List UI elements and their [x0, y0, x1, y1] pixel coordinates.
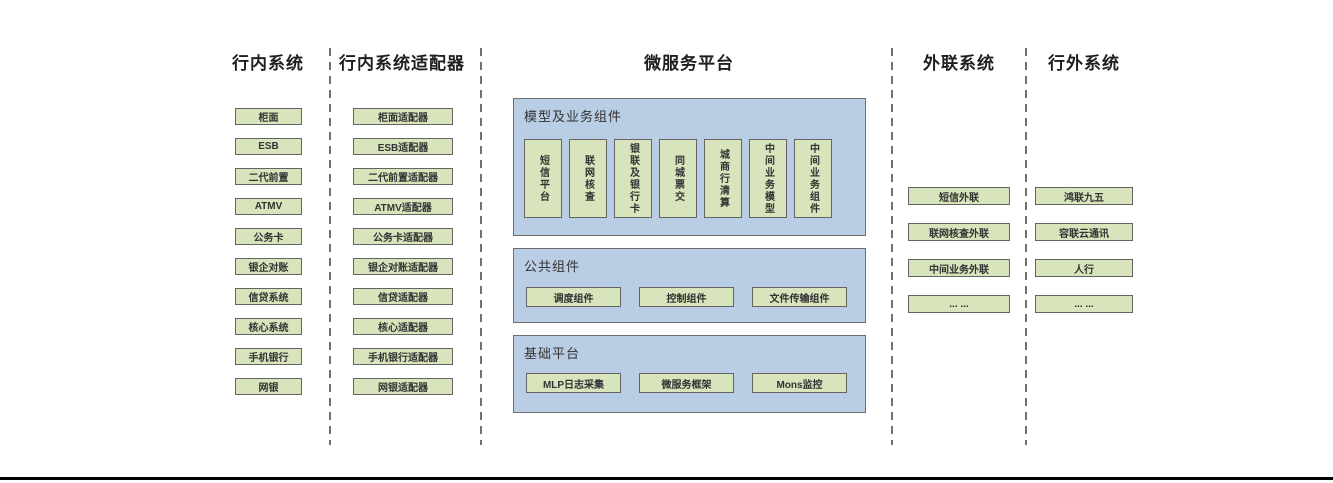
base-platform-node: Mons监控	[752, 373, 847, 393]
model-components-row: 短信平台联网核查银联及银行卡同城票交城商行清算中间业务模型中间业务组件	[524, 139, 832, 218]
adapter-node: 公务卡适配器	[353, 228, 453, 245]
base-platform-box: 基础平台 MLP日志采集微服务框架 Mons监控	[513, 335, 866, 413]
adapter-node: 手机银行适配器	[353, 348, 453, 365]
model-component-node: 联网核查	[569, 139, 607, 218]
common-component-node: 调度组件	[526, 287, 621, 307]
internal-systems-list: 柜面 ESB 二代前置 ATMV 公务卡银企对账信贷系统核心系统手机银行网银	[235, 108, 302, 395]
model-component-node: 短信平台	[524, 139, 562, 218]
model-component-node: 同城票交	[659, 139, 697, 218]
internal-system-node: 二代前置	[235, 168, 302, 185]
internal-system-node: 信贷系统	[235, 288, 302, 305]
header-external-link-systems: 外联系统	[923, 54, 995, 73]
adapter-node: 二代前置适配器	[353, 168, 453, 185]
internal-system-node: 银企对账	[235, 258, 302, 275]
adapter-node: ESB适配器	[353, 138, 453, 155]
internal-adapters-list: 柜面适配器 ESB适配器二代前置适配器 ATMV适配器公务卡适配器银企对账适配器信贷…	[353, 108, 453, 395]
internal-system-node: 手机银行	[235, 348, 302, 365]
separator-dashed-4	[1025, 48, 1027, 445]
external-link-node: 中间业务外联	[908, 259, 1010, 277]
internal-system-node: ESB	[235, 138, 302, 155]
model-business-components-box: 模型及业务组件 短信平台联网核查银联及银行卡同城票交城商行清算中间业务模型中间业…	[513, 98, 866, 236]
model-component-node: 银联及银行卡	[614, 139, 652, 218]
internal-system-node: 核心系统	[235, 318, 302, 335]
header-internal-adapters: 行内系统适配器	[339, 54, 465, 73]
external-system-node: 鸿联九五	[1035, 187, 1133, 205]
external-system-node: ... ...	[1035, 295, 1133, 313]
external-link-node: 短信外联	[908, 187, 1010, 205]
header-microservice-platform: 微服务平台	[644, 54, 734, 73]
adapter-node: 网银适配器	[353, 378, 453, 395]
adapter-node: 核心适配器	[353, 318, 453, 335]
adapter-node: ATMV适配器	[353, 198, 453, 215]
separator-dashed-2	[480, 48, 482, 445]
base-platform-label: 基础平台	[524, 346, 581, 361]
base-platform-node: MLP日志采集	[526, 373, 621, 393]
separator-dashed-3	[891, 48, 893, 445]
model-business-components-label: 模型及业务组件	[524, 109, 623, 124]
common-component-node: 文件传输组件	[752, 287, 847, 307]
model-component-node: 中间业务组件	[794, 139, 832, 218]
external-system-node: 容联云通讯	[1035, 223, 1133, 241]
model-component-node: 中间业务模型	[749, 139, 787, 218]
base-platform-row: MLP日志采集微服务框架 Mons监控	[526, 373, 847, 393]
common-components-label: 公共组件	[524, 259, 581, 274]
internal-system-node: 网银	[235, 378, 302, 395]
header-internal-systems: 行内系统	[232, 54, 304, 73]
internal-system-node: 公务卡	[235, 228, 302, 245]
adapter-node: 银企对账适配器	[353, 258, 453, 275]
bottom-border-line	[0, 477, 1333, 480]
internal-system-node: 柜面	[235, 108, 302, 125]
common-components-box: 公共组件 调度组件控制组件文件传输组件	[513, 248, 866, 323]
external-link-node: ... ...	[908, 295, 1010, 313]
common-component-node: 控制组件	[639, 287, 734, 307]
header-external-systems: 行外系统	[1048, 54, 1120, 73]
external-link-list: 短信外联联网核查外联中间业务外联 ... ...	[908, 187, 1010, 313]
model-component-node: 城商行清算	[704, 139, 742, 218]
external-system-node: 人行	[1035, 259, 1133, 277]
external-systems-list: 鸿联九五容联云通讯人行 ... ...	[1035, 187, 1133, 313]
separator-dashed-1	[329, 48, 331, 445]
common-components-row: 调度组件控制组件文件传输组件	[526, 287, 847, 307]
base-platform-node: 微服务框架	[639, 373, 734, 393]
internal-system-node: ATMV	[235, 198, 302, 215]
adapter-node: 柜面适配器	[353, 108, 453, 125]
adapter-node: 信贷适配器	[353, 288, 453, 305]
external-link-node: 联网核查外联	[908, 223, 1010, 241]
